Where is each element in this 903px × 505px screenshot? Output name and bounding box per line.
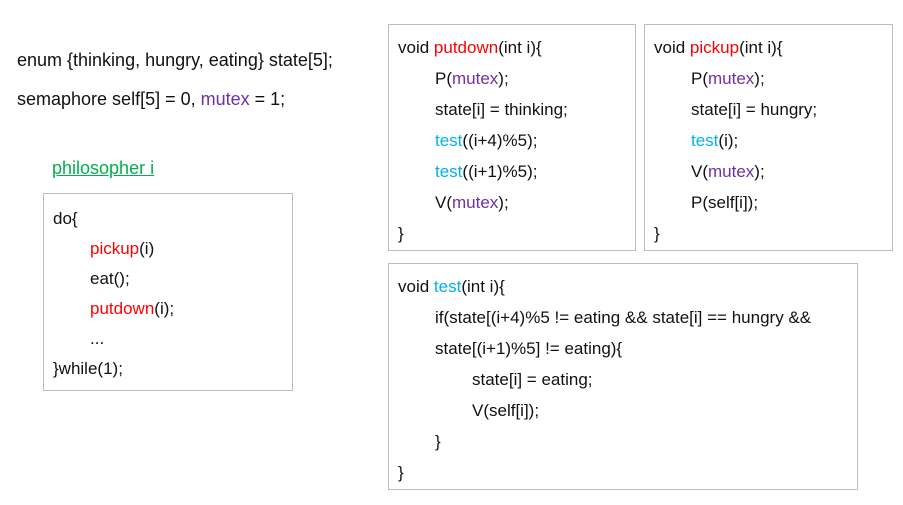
code-line: void test(int i){ <box>398 271 857 302</box>
philosopher-loop-box: do{ pickup(i) eat(); putdown(i);... }while(1… <box>43 193 293 391</box>
semaphore-declaration-segment: = 1; <box>249 89 286 109</box>
enum-declaration: enum {thinking, hungry, eating} state[5]… <box>17 50 333 70</box>
code-segment: P( <box>691 69 708 88</box>
code-line: P(mutex); <box>398 63 635 94</box>
code-segment: } <box>398 224 404 243</box>
code-line: state[i] = thinking; <box>398 94 635 125</box>
code-segment: test <box>435 162 463 181</box>
declarations-block: enum {thinking, hungry, eating} state[5]… <box>17 48 333 111</box>
code-line: eat(); <box>53 264 292 294</box>
code-segment: mutex <box>452 69 499 88</box>
code-line: ... <box>53 324 292 354</box>
code-segment: eat(); <box>90 269 130 288</box>
test-function-box: void test(int i){ if(state[(i+4)%5 != eat… <box>388 263 858 490</box>
semaphore-declaration-segment: semaphore self[5] = 0, <box>17 89 201 109</box>
code-line: } <box>398 457 857 488</box>
code-segment: mutex <box>708 69 755 88</box>
code-segment: test <box>691 131 719 150</box>
code-segment: ); <box>754 162 765 181</box>
code-segment: do{ <box>53 209 78 228</box>
code-segment: putdown <box>433 38 499 57</box>
code-segment: V( <box>691 162 708 181</box>
code-line: void putdown(int i){ <box>398 32 635 63</box>
code-line: state[i] = hungry; <box>654 94 892 125</box>
code-segment: ((i+4)%5); <box>462 131 538 150</box>
code-line: V(mutex); <box>654 156 892 187</box>
code-segment: P(self[i]); <box>691 193 759 212</box>
code-segment: void <box>398 38 434 57</box>
code-segment: (i); <box>718 131 739 150</box>
code-segment: (int i){ <box>461 277 505 296</box>
code-line: if(state[(i+4)%5 != eating && state[i] =… <box>398 302 857 333</box>
code-segment: ); <box>754 69 765 88</box>
code-segment: ); <box>498 193 509 212</box>
code-line: state[(i+1)%5] != eating){ <box>398 333 857 364</box>
code-segment: mutex <box>452 193 499 212</box>
code-segment: ... <box>90 329 105 348</box>
code-line: state[i] = eating; <box>398 364 857 395</box>
code-line: test(i); <box>654 125 892 156</box>
code-line: void pickup(int i){ <box>654 32 892 63</box>
code-segment: test <box>433 277 462 296</box>
code-segment: (i) <box>139 239 155 258</box>
code-segment: state[i] = thinking; <box>435 100 568 119</box>
philosopher-label: philosopher i <box>52 158 155 178</box>
code-line: P(mutex); <box>654 63 892 94</box>
code-segment: pickup <box>689 38 740 57</box>
code-segment: V( <box>435 193 452 212</box>
code-line: P(self[i]); <box>654 187 892 218</box>
code-line: test((i+4)%5); <box>398 125 635 156</box>
code-segment: }while(1); <box>53 359 123 378</box>
code-segment: test <box>435 131 463 150</box>
pickup-function-box: void pickup(int i){P(mutex);state[i] = h… <box>644 24 893 251</box>
code-segment: ((i+1)%5); <box>462 162 538 181</box>
code-segment: } <box>435 432 441 451</box>
code-line: putdown(i); <box>53 294 292 324</box>
code-segment: state[i] = eating; <box>472 370 593 389</box>
code-segment: pickup <box>90 239 140 258</box>
semaphore-declaration: semaphore self[5] = 0, mutex = 1; <box>17 87 333 111</box>
code-segment: void <box>654 38 690 57</box>
code-segment: void <box>398 277 434 296</box>
code-segment: state[(i+1)%5] != eating){ <box>435 339 623 358</box>
code-segment: (int i){ <box>739 38 783 57</box>
code-line: V(self[i]); <box>398 395 857 426</box>
code-segment: putdown <box>90 299 155 318</box>
code-line: V(mutex); <box>398 187 635 218</box>
code-segment: (i); <box>154 299 175 318</box>
code-segment: V(self[i]); <box>472 401 540 420</box>
code-segment: } <box>398 463 404 482</box>
code-segment: ); <box>498 69 509 88</box>
code-segment: } <box>654 224 660 243</box>
code-line: } <box>398 218 635 249</box>
code-line: pickup(i) <box>53 234 292 264</box>
code-segment: P( <box>435 69 452 88</box>
mutex-keyword: mutex <box>200 89 250 109</box>
code-segment: (int i){ <box>498 38 542 57</box>
code-line: } <box>654 218 892 249</box>
code-line: }while(1); <box>53 354 292 384</box>
code-segment: mutex <box>708 162 755 181</box>
code-line: } <box>398 426 857 457</box>
code-segment: state[i] = hungry; <box>691 100 818 119</box>
code-line: test((i+1)%5); <box>398 156 635 187</box>
code-line: do{ <box>53 204 292 234</box>
putdown-function-box: void putdown(int i){P(mutex);state[i] = … <box>388 24 636 251</box>
code-segment: if(state[(i+4)%5 != eating && state[i] =… <box>435 308 812 327</box>
